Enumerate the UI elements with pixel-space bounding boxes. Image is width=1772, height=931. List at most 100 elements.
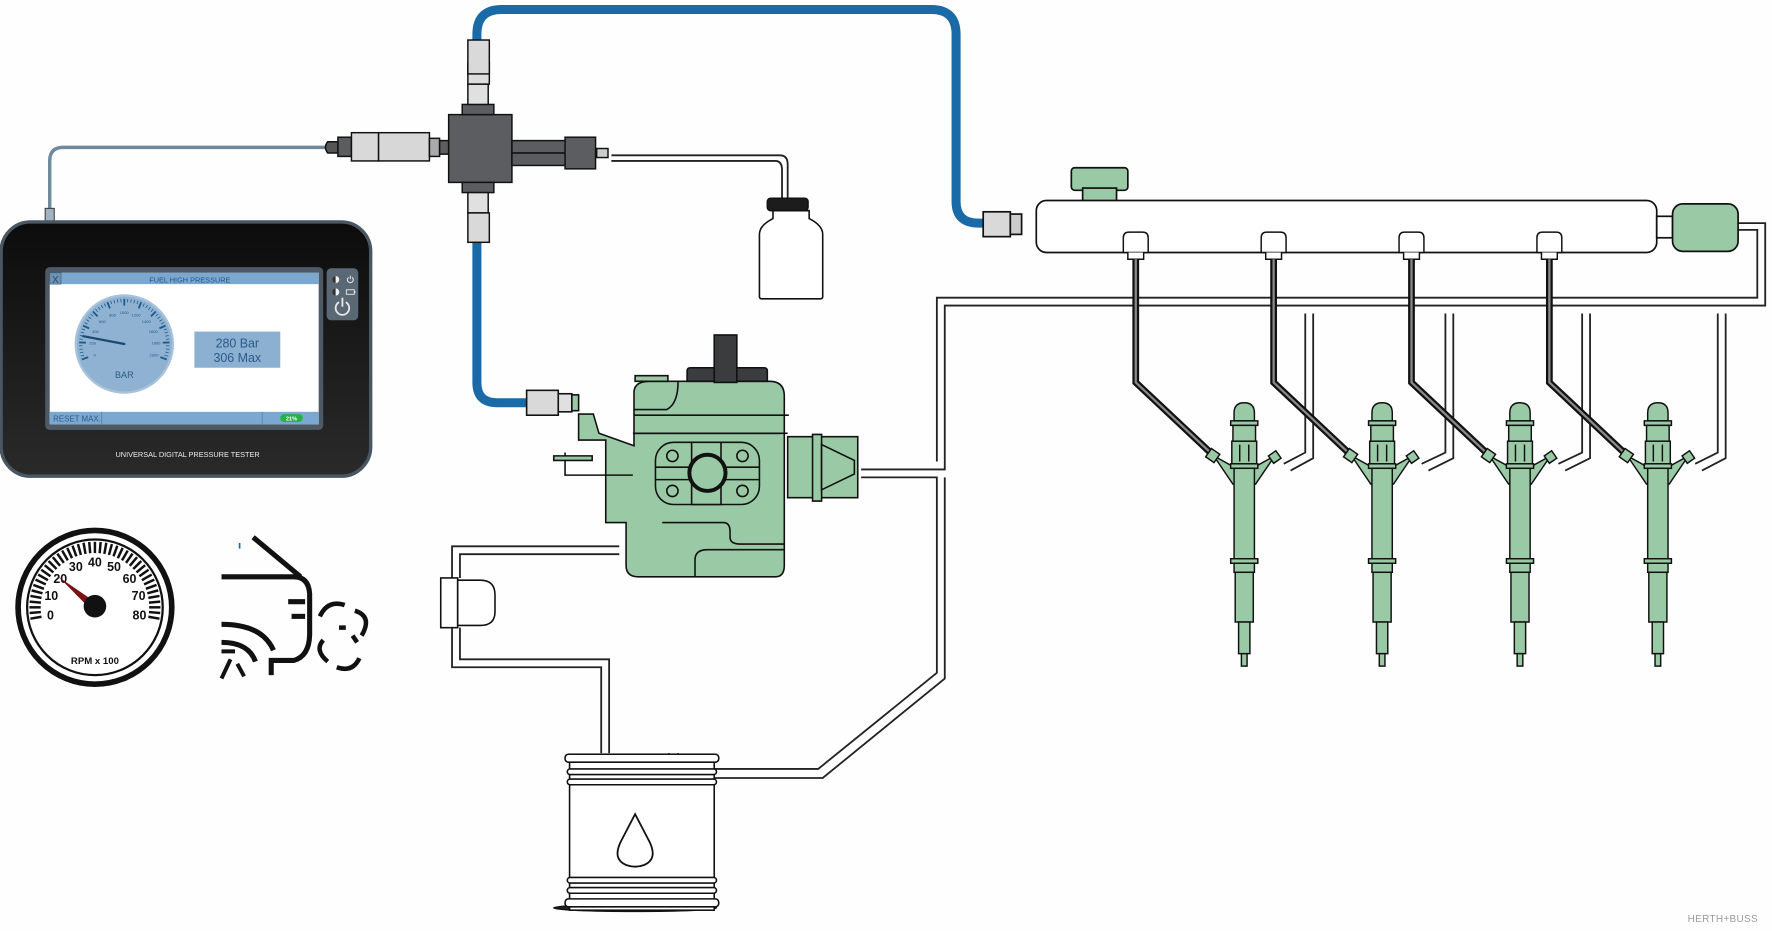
gauge-needle — [82, 335, 126, 346]
gauge-tick-label: 1600 — [149, 329, 159, 334]
rail-outlet — [1398, 231, 1425, 254]
gauge-tick — [164, 331, 169, 334]
tacho-tick — [56, 552, 65, 564]
tacho-tick-label: 30 — [69, 560, 83, 574]
gauge-tick — [160, 322, 165, 325]
gauge-tick-label: 400 — [92, 329, 100, 334]
reading-current: 280 Bar — [216, 336, 260, 350]
tacho-tick — [148, 610, 161, 615]
tacho-tick — [30, 594, 42, 600]
tacho-tick — [120, 549, 129, 561]
gauge-tick — [106, 301, 111, 309]
high-pressure-pump — [525, 334, 859, 578]
tacho-tick — [135, 564, 146, 574]
pressure-adapter — [324, 39, 609, 244]
reading-box — [194, 331, 281, 368]
power-button-icon[interactable] — [334, 297, 351, 316]
tacho-tick — [148, 600, 161, 604]
reset-max-button[interactable]: RESET MAX. — [53, 414, 101, 423]
gauge-tick — [117, 299, 119, 303]
overflow-bottle — [758, 197, 824, 300]
gauge-tick — [150, 308, 154, 313]
injector-line — [1132, 259, 1213, 455]
tacho-tick-label: 70 — [132, 589, 146, 603]
tacho-tick — [43, 564, 55, 574]
gauge-tick — [113, 299, 116, 304]
gauge-tick — [164, 354, 168, 357]
injector — [1509, 402, 1531, 422]
tacho-tick — [71, 545, 78, 557]
brightness-icon[interactable] — [332, 288, 340, 296]
gauge-tick — [159, 319, 163, 322]
gauge-tick — [80, 354, 85, 357]
gauge-tick — [160, 356, 168, 361]
battery-badge — [280, 414, 303, 422]
tacho-tick — [37, 573, 49, 582]
gauge-tick — [155, 313, 159, 317]
tacho-tick — [40, 568, 52, 578]
gauge-tick — [100, 304, 104, 309]
tacho-tick-label: 80 — [133, 609, 147, 623]
fuel-tank — [552, 753, 720, 913]
tacho-tick — [125, 552, 134, 564]
gauge-tick — [95, 308, 98, 313]
battery-icon — [345, 289, 356, 295]
tacho-tick — [107, 543, 114, 556]
tacho-tick-label: 50 — [107, 560, 121, 574]
injector — [1233, 402, 1256, 422]
tacho-tick — [116, 547, 124, 559]
screen-close-button[interactable] — [49, 272, 62, 285]
gauge-tick-label: 2000 — [150, 353, 160, 358]
gauge-tick — [130, 299, 132, 303]
gauge-tick — [80, 331, 85, 334]
fuel-drop-icon — [616, 812, 654, 868]
gauge-tick — [159, 324, 166, 330]
tacho-tick — [66, 547, 74, 559]
tacho-tick — [76, 543, 83, 556]
tacho-tick — [29, 610, 41, 615]
tacho-tick — [32, 583, 45, 590]
tacho-tick — [132, 560, 143, 570]
contrast-icon[interactable] — [332, 275, 340, 284]
tacho-tick — [112, 545, 119, 557]
injector — [1371, 402, 1394, 422]
tacho-tick-label: 60 — [123, 572, 137, 586]
tacho-tick — [141, 573, 153, 582]
gauge-tick-label: 1200 — [132, 312, 142, 317]
tacho-tick — [34, 578, 47, 586]
gauge-tick — [92, 310, 99, 318]
gauge-tick-label: 800 — [109, 312, 117, 317]
gauge-tick — [148, 306, 151, 311]
power-small-icon — [346, 275, 354, 284]
gauge-tick — [133, 299, 136, 304]
injector-line — [1270, 259, 1351, 455]
reading-max: 306 Max — [213, 351, 261, 365]
gauge-tick — [81, 356, 89, 361]
rail-outlet — [1260, 231, 1287, 254]
tacho-tick — [145, 583, 157, 590]
gauge-tick — [86, 319, 90, 322]
high-pressure-hose — [472, 4, 990, 408]
tacho-tick — [148, 594, 160, 600]
gauge-tick — [145, 304, 148, 309]
gauge-tick-label: 200 — [89, 341, 97, 346]
tacho-tick — [61, 549, 69, 561]
gauge-unit-label: BAR — [115, 370, 134, 380]
injectors — [1122, 231, 1696, 667]
tacho-unit-label: RPM x 100 — [71, 656, 119, 667]
gauge-tick-label: 1000 — [120, 310, 130, 315]
screen-title: FUEL HIGH PRESSURE — [149, 275, 230, 284]
gauge-tick — [165, 335, 169, 337]
brand-logo: HERTH+BUSS — [1687, 914, 1758, 925]
gauge-tick-label: 0 — [93, 353, 96, 358]
car-exhaust-icon — [219, 535, 369, 680]
gauge-tick — [137, 301, 143, 309]
tacho-tick — [47, 560, 58, 570]
injector-line — [1545, 259, 1627, 455]
tacho-tick — [87, 541, 92, 554]
gauge-tick — [165, 351, 169, 354]
